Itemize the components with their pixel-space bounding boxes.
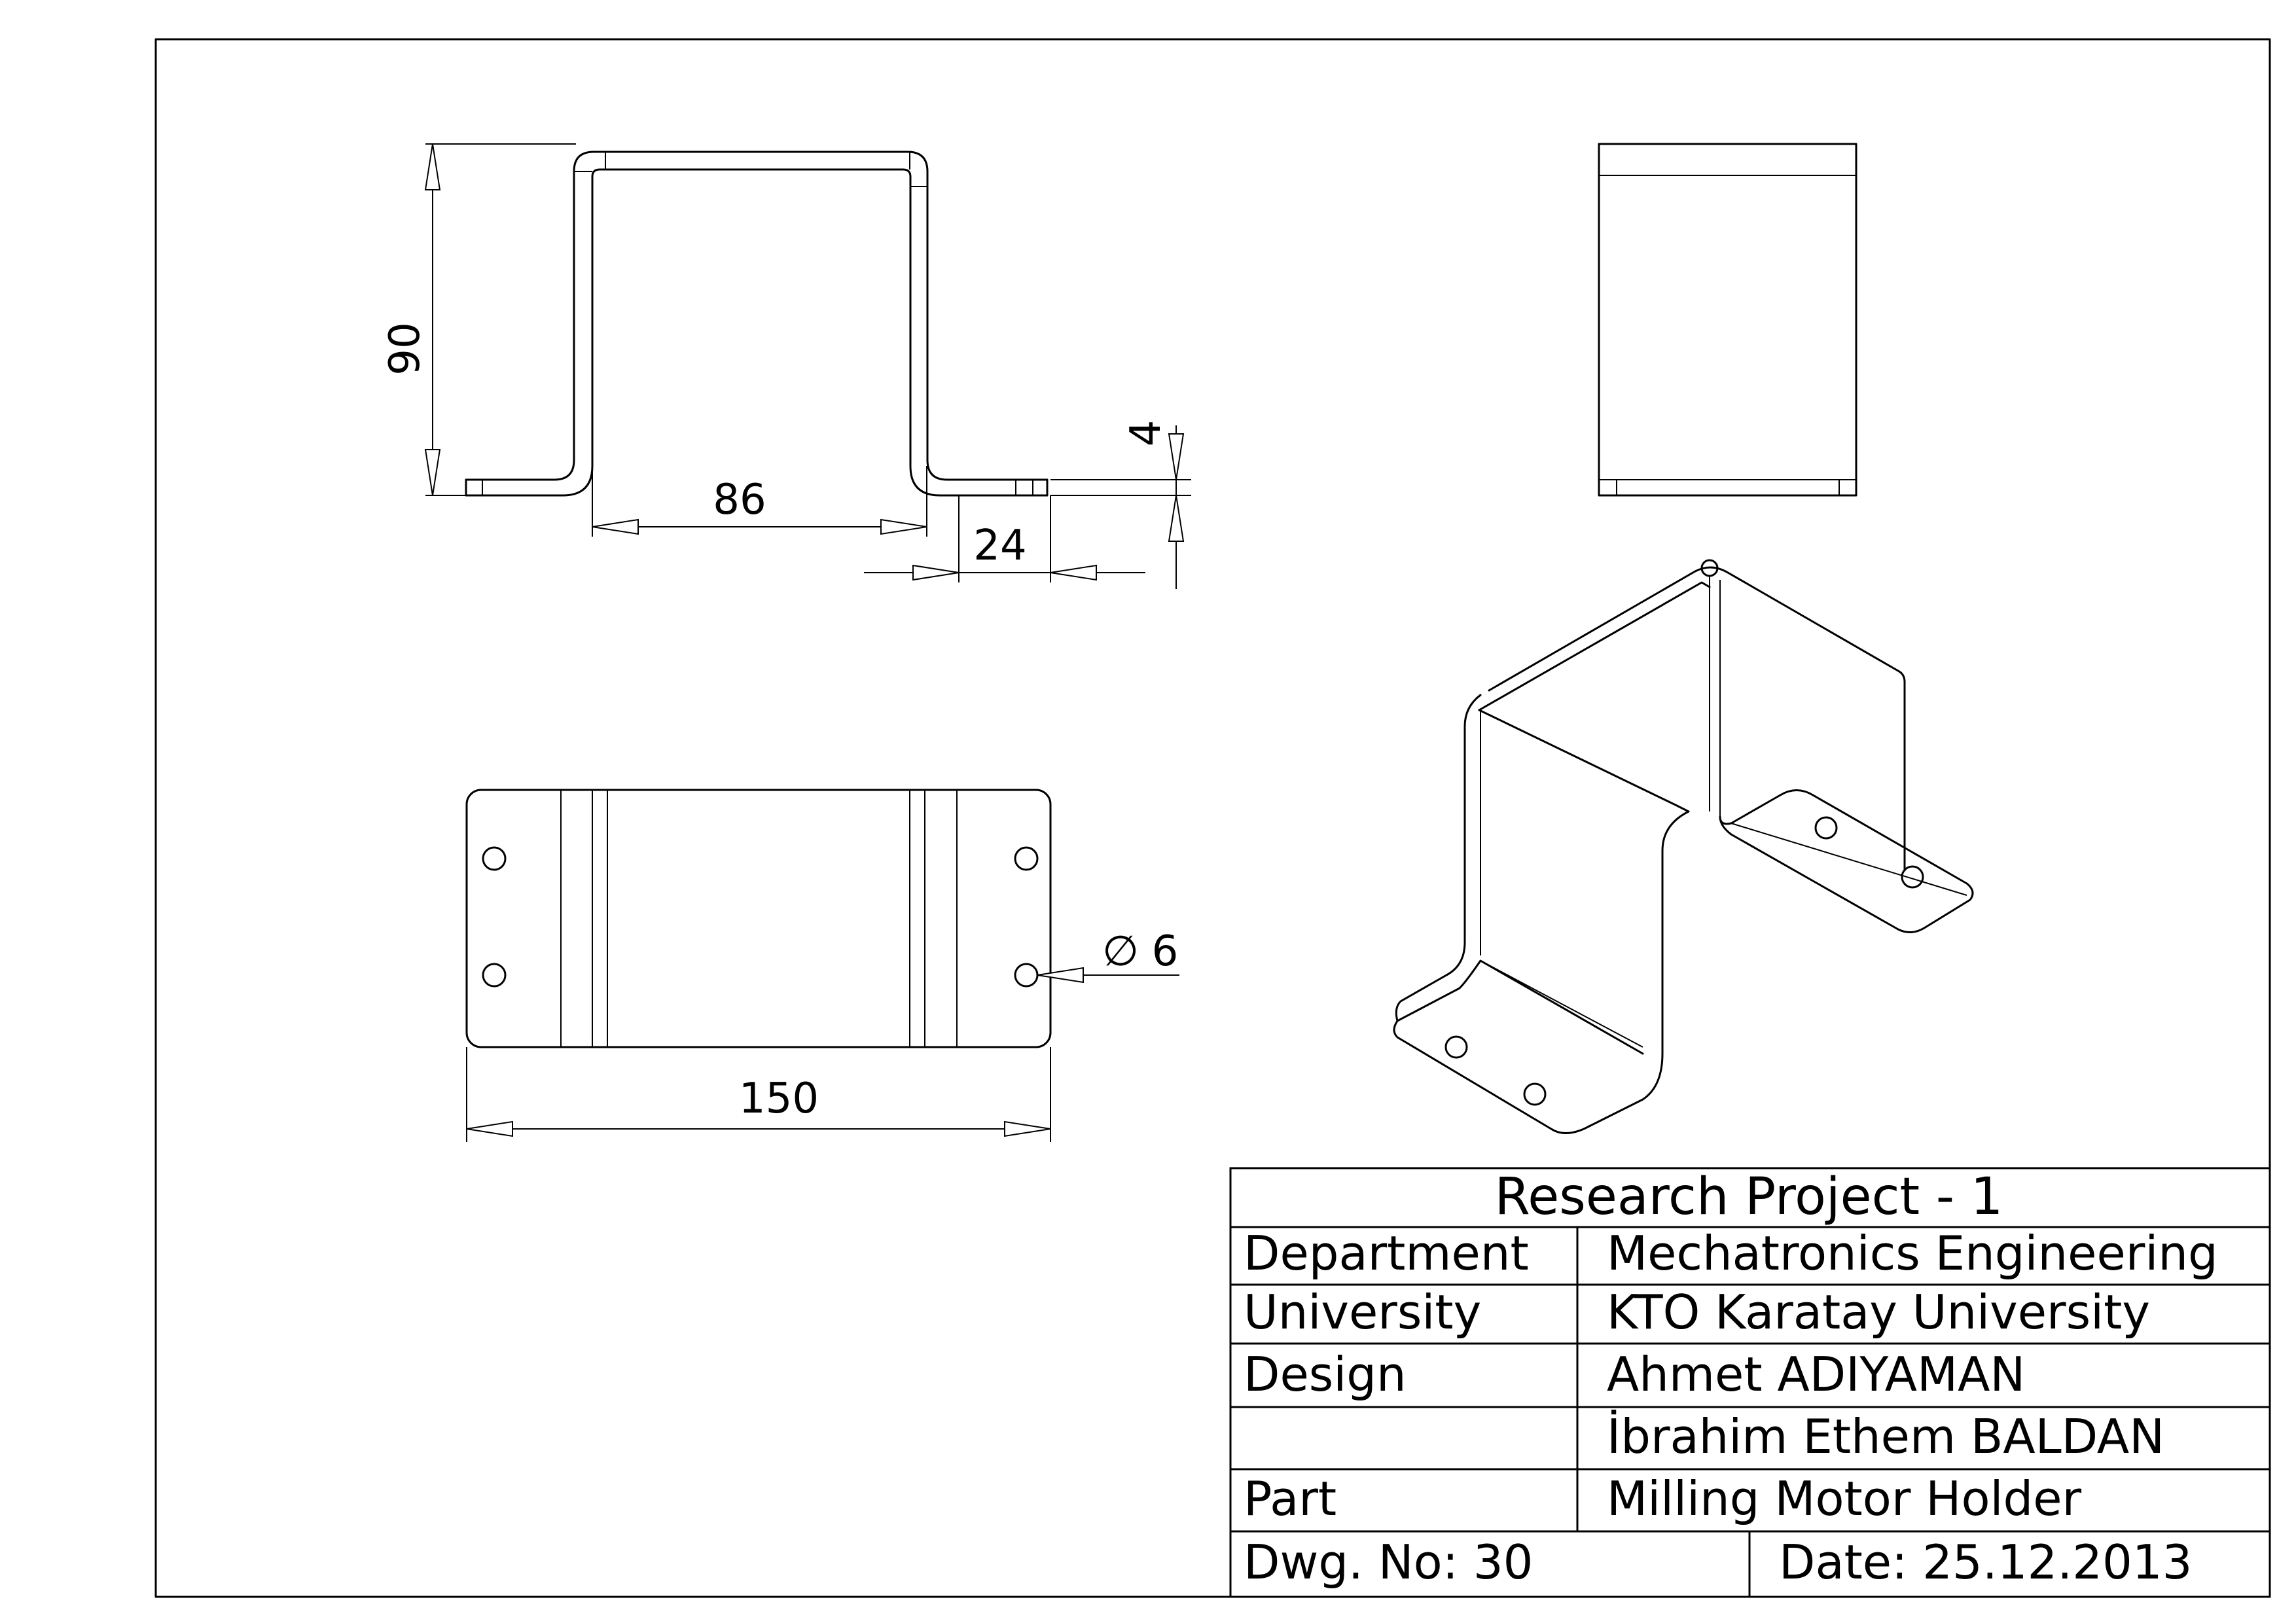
dimension-height: 90 xyxy=(381,143,576,496)
dimension-length: 150 xyxy=(466,1047,1051,1142)
mount-hole xyxy=(1444,1035,1468,1059)
mount-hole xyxy=(1014,846,1039,871)
mount-hole xyxy=(1014,963,1039,988)
row-label-design: Design xyxy=(1244,1347,1407,1402)
row-label-department: Department xyxy=(1244,1226,1529,1281)
title-block-title: Research Project - 1 xyxy=(1495,1168,2003,1226)
mount-hole xyxy=(1901,865,1924,889)
dim-thickness-label: 4 xyxy=(1122,420,1170,447)
row-value-university: KTO Karatay University xyxy=(1607,1285,2150,1340)
row-value-part: Milling Motor Holder xyxy=(1607,1471,2081,1526)
dimension-inner-width: 86 xyxy=(592,466,927,537)
sheet-border xyxy=(154,38,2271,1598)
mount-hole xyxy=(1814,816,1838,840)
dim-hole-label: 6 xyxy=(1152,927,1179,976)
mount-hole xyxy=(1523,1082,1547,1106)
dim-length-label: 150 xyxy=(739,1075,819,1123)
dimension-flange: 24 xyxy=(864,495,1145,582)
dim-inner-width-label: 86 xyxy=(713,476,766,524)
mount-hole xyxy=(482,846,507,871)
mount-hole xyxy=(482,963,507,988)
row-label-university: University xyxy=(1244,1285,1481,1340)
drawing-number: Dwg. No: 30 xyxy=(1244,1535,1533,1590)
dim-flange-label: 24 xyxy=(973,522,1026,570)
dim-hole-symbol: ∅ xyxy=(1102,927,1139,976)
row-label-part: Part xyxy=(1244,1471,1336,1526)
front-view xyxy=(465,151,1049,497)
top-view xyxy=(465,789,1052,1048)
row-value-department: Mechatronics Engineering xyxy=(1607,1226,2218,1281)
row-value-designer-1: Ahmet ADIYAMAN xyxy=(1607,1347,2025,1402)
drawing-date: Date: 25.12.2013 xyxy=(1779,1535,2192,1590)
dim-height-label: 90 xyxy=(381,322,429,375)
side-view xyxy=(1598,143,1857,497)
dimension-thickness: 4 xyxy=(1050,420,1191,589)
isometric-view xyxy=(1393,559,1974,1134)
title-block: Research Project - 1 Department Mechatro… xyxy=(1229,1167,2271,1598)
row-value-designer-2: İbrahim Ethem BALDAN xyxy=(1607,1409,2164,1464)
dimension-hole-diameter: ∅ 6 xyxy=(1037,927,1179,984)
